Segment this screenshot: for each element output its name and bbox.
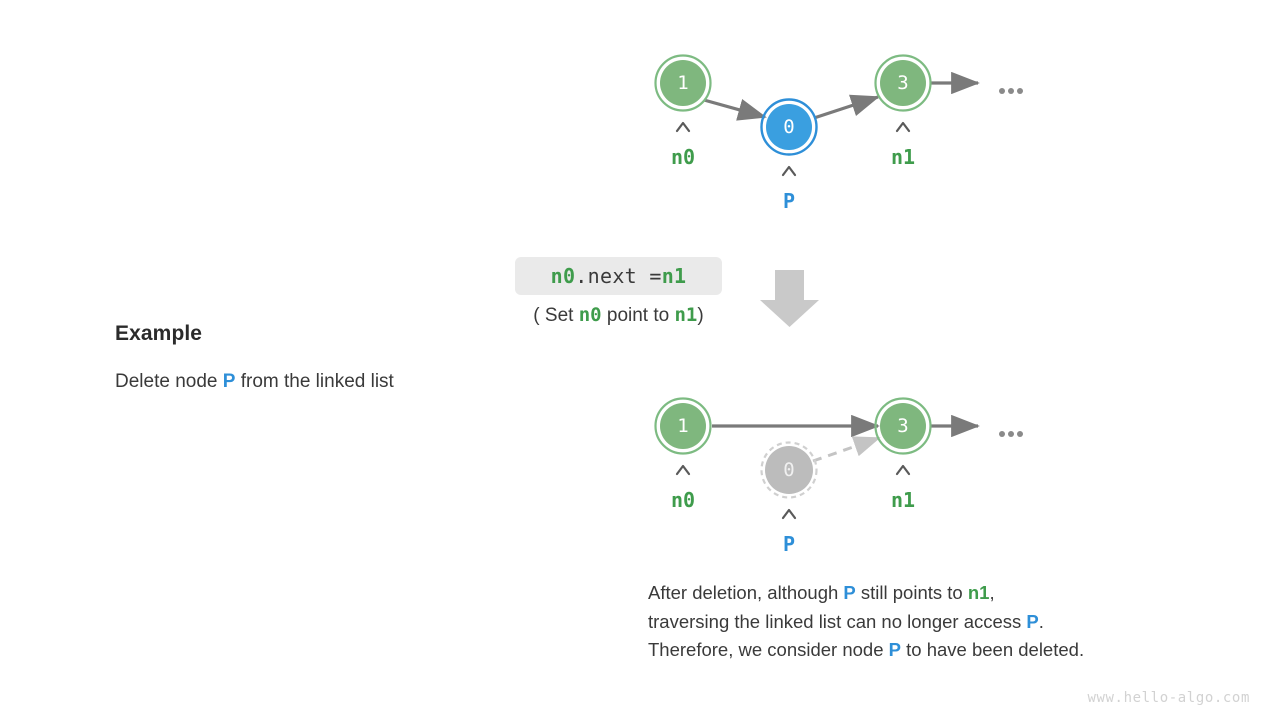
edge-p-to-n1 [813,94,880,120]
node-value: 1 [677,415,688,437]
caption-token-n0: n0 [578,304,602,326]
node-outer-ring [874,54,932,112]
example-description-prefix: Delete node [115,371,223,392]
pointer-label-n0-after: n0 [671,488,695,512]
caption-middle: point to [601,305,675,326]
caret-up-icon-n0-before [675,121,691,133]
node-body [660,60,706,106]
caption-open-paren: ( Set [533,305,579,326]
tail-ellipsis-before [999,88,1023,94]
operation-code-box: n0.next = n1 [515,257,722,295]
conclusion-line-2: traversing the linked list can no longer… [648,608,1084,637]
node-n0-after[interactable]: 1 [654,397,712,455]
caret-up-icon-p-after [781,508,797,520]
node-p-after-deleted[interactable]: 0 [760,441,818,499]
node-outer-ring [654,397,712,455]
pointer-label-n0-before: n0 [671,145,695,169]
node-body [660,403,706,449]
node-body [766,104,812,150]
edge-n0-to-p [703,98,767,121]
conclusion-l1-c: , [989,582,995,603]
conclusion-line-1: After deletion, although P still points … [648,579,1084,608]
node-value: 0 [783,459,794,481]
example-description-pointer: P [222,371,236,392]
diagram-after-deletion: 1 n0 0 P 3 n1 [654,397,1023,556]
pointer-label-n1-before: n1 [891,145,915,169]
diagram-before-deletion: 1 n0 0 P 3 n1 [654,54,1023,213]
node-value: 1 [677,72,688,94]
caption-token-n1: n1 [674,304,698,326]
code-token-n1: n1 [661,264,687,288]
node-outer-ring-dashed [760,441,818,499]
node-value: 0 [783,116,794,138]
conclusion-l1-n1: n1 [967,582,990,603]
node-n1-before[interactable]: 3 [874,54,932,112]
example-description-suffix: from the linked list [235,371,394,392]
conclusion-text: After deletion, although P still points … [648,579,1084,665]
node-n0-before[interactable]: 1 [654,54,712,112]
conclusion-l2-a: traversing the linked list can no longer… [648,610,1027,632]
node-value: 3 [897,415,908,437]
pointer-label-n1-after: n1 [891,488,915,512]
conclusion-l3-b: to have been deleted. [900,639,1085,660]
caret-up-icon-p-before [781,165,797,177]
node-body [880,60,926,106]
conclusion-l3-a: Therefore, we consider node [648,639,889,660]
conclusion-line-3: Therefore, we consider node P to have be… [648,636,1084,665]
caption-close-paren: ) [697,305,704,326]
pointer-label-p-before: P [783,189,795,213]
site-watermark: www.hello-algo.com [1087,690,1250,706]
node-outer-ring [654,54,712,112]
down-block-arrow-icon [760,270,819,327]
conclusion-l2-pointer: P [1026,610,1039,632]
node-p-before[interactable]: 0 [760,98,818,156]
node-value: 3 [897,72,908,94]
node-outer-ring [760,98,818,156]
example-heading: Example [115,322,203,345]
caret-up-icon-n1-after [895,464,911,476]
node-body [880,403,926,449]
code-token-field: .next = [575,264,662,288]
example-description: Delete node P from the linked list [115,371,394,393]
node-body-deleted [765,446,813,494]
conclusion-l1-b: still points to [855,582,968,603]
pointer-label-p-after: P [783,532,795,556]
conclusion-l3-pointer: P [888,639,901,660]
conclusion-l1-pointer: P [843,582,856,603]
tail-ellipsis-after [999,431,1023,437]
node-outer-ring [874,397,932,455]
edge-p-to-n1-dashed [812,436,881,463]
caret-up-icon-n1-before [895,121,911,133]
caret-up-icon-n0-after [675,464,691,476]
conclusion-l1-a: After deletion, although [648,582,844,603]
code-token-n0: n0 [550,264,576,288]
node-n1-after[interactable]: 3 [874,397,932,455]
conclusion-l2-b: . [1038,610,1044,632]
operation-code-caption: ( Set n0 point to n1) [512,304,725,327]
